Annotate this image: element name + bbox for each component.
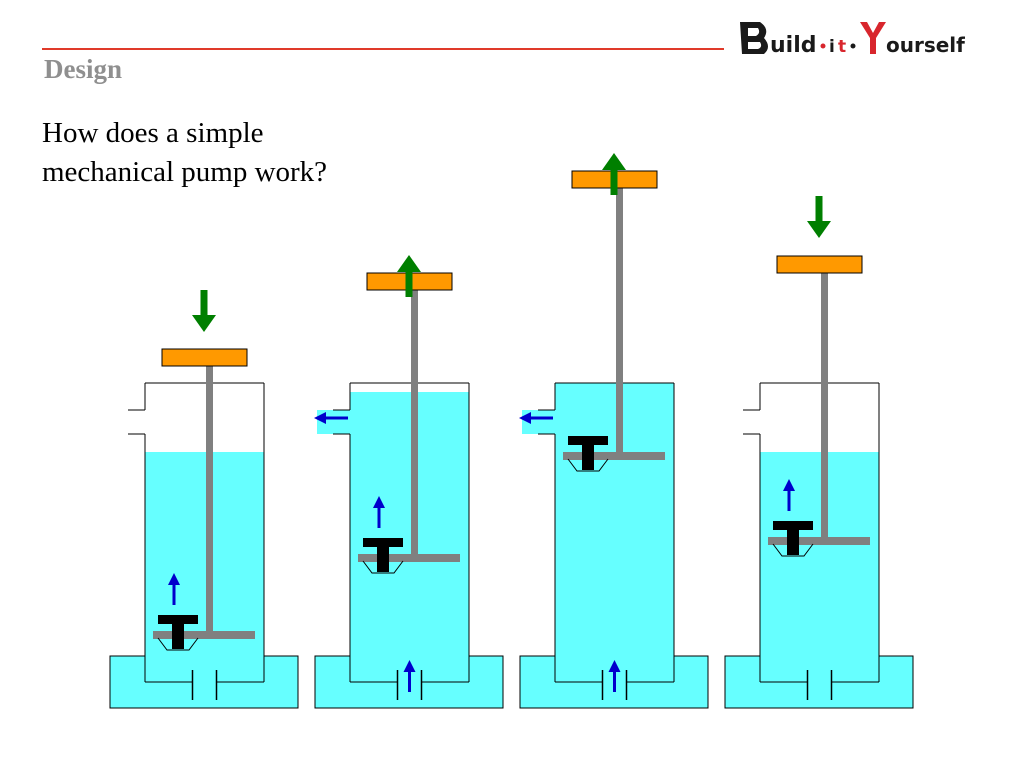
pump-handle xyxy=(161,348,248,367)
pump-stage-1 xyxy=(109,290,299,709)
pump-stage-2 xyxy=(314,255,504,709)
piston-plate xyxy=(153,631,255,639)
piston-valve-seat xyxy=(567,458,609,472)
blue-up-arrow-icon-head xyxy=(403,660,416,672)
logo-dot xyxy=(820,43,826,49)
pump-rod xyxy=(411,290,418,558)
logo-graphic: uild i t ourself xyxy=(740,22,965,58)
section-title: Design xyxy=(44,54,123,84)
logo-word-it: i xyxy=(829,37,835,57)
outlet-spout-water xyxy=(317,410,350,434)
logo-word-uild: uild xyxy=(770,33,817,58)
question-line-1: How does a simple xyxy=(42,117,264,149)
blue-up-arrow-icon xyxy=(168,573,180,605)
green-down-arrow-icon-head xyxy=(807,221,831,238)
green-up-arrow-icon xyxy=(397,255,421,297)
blue-up-arrow-icon-head xyxy=(168,573,180,585)
cylinder-water xyxy=(145,452,264,682)
cylinder-water xyxy=(350,392,469,682)
pump-rod xyxy=(821,273,828,541)
piston-valve-cap xyxy=(773,521,813,530)
cylinder-water xyxy=(760,452,879,682)
blue-left-arrow-icon-head xyxy=(314,412,326,424)
blue-left-arrow-icon xyxy=(314,412,348,424)
piston-plate xyxy=(563,452,665,460)
piston-valve-cap xyxy=(363,538,403,547)
piston-valve-seat xyxy=(157,637,199,651)
green-up-arrow-icon-head xyxy=(397,255,421,272)
logo-word-ourself: ourself xyxy=(886,33,965,57)
piston-plate xyxy=(768,537,870,545)
blue-up-arrow-icon xyxy=(403,660,416,692)
question-text: How does a simple mechanical pump work? xyxy=(42,114,402,192)
green-up-arrow-icon-head xyxy=(602,153,626,170)
blue-left-arrow-icon xyxy=(519,412,553,424)
logo-dot xyxy=(850,43,856,49)
blue-up-arrow-icon xyxy=(783,479,795,511)
piston-valve-seat xyxy=(362,560,404,574)
pump-rod xyxy=(206,366,213,635)
piston-valve-stem xyxy=(377,546,389,572)
logo-word-t: t xyxy=(838,37,846,57)
piston-valve-cap xyxy=(158,615,198,624)
blue-up-arrow-icon xyxy=(608,660,621,692)
blue-up-arrow-icon-head xyxy=(783,479,795,491)
green-up-arrow-icon xyxy=(602,153,626,195)
blue-up-arrow-icon-head xyxy=(373,496,385,508)
pump-stage-3 xyxy=(519,153,709,709)
piston-valve-stem xyxy=(582,444,594,470)
question-line-2: mechanical pump work? xyxy=(42,156,328,188)
outlet-spout-water xyxy=(522,410,555,434)
blue-up-arrow-icon xyxy=(373,496,385,528)
green-down-arrow-icon xyxy=(192,290,216,332)
piston-plate xyxy=(358,554,460,562)
blue-left-arrow-icon-head xyxy=(519,412,531,424)
pump-rod xyxy=(616,188,623,456)
piston-valve-stem xyxy=(787,529,799,555)
cylinder-water xyxy=(555,383,674,682)
logo-y-mark xyxy=(860,22,886,54)
blue-up-arrow-icon-head xyxy=(608,660,621,672)
piston-valve-stem xyxy=(172,623,184,649)
piston-valve-cap xyxy=(568,436,608,445)
piston-valve-seat xyxy=(772,543,814,557)
green-down-arrow-icon-head xyxy=(192,315,216,332)
pump-stage-4 xyxy=(724,196,914,709)
header-rule xyxy=(42,48,724,50)
pump-handle xyxy=(776,255,863,274)
logo-b-mark xyxy=(740,22,768,54)
build-it-yourself-logo: uild i t ourself xyxy=(736,14,998,64)
green-down-arrow-icon xyxy=(807,196,831,238)
